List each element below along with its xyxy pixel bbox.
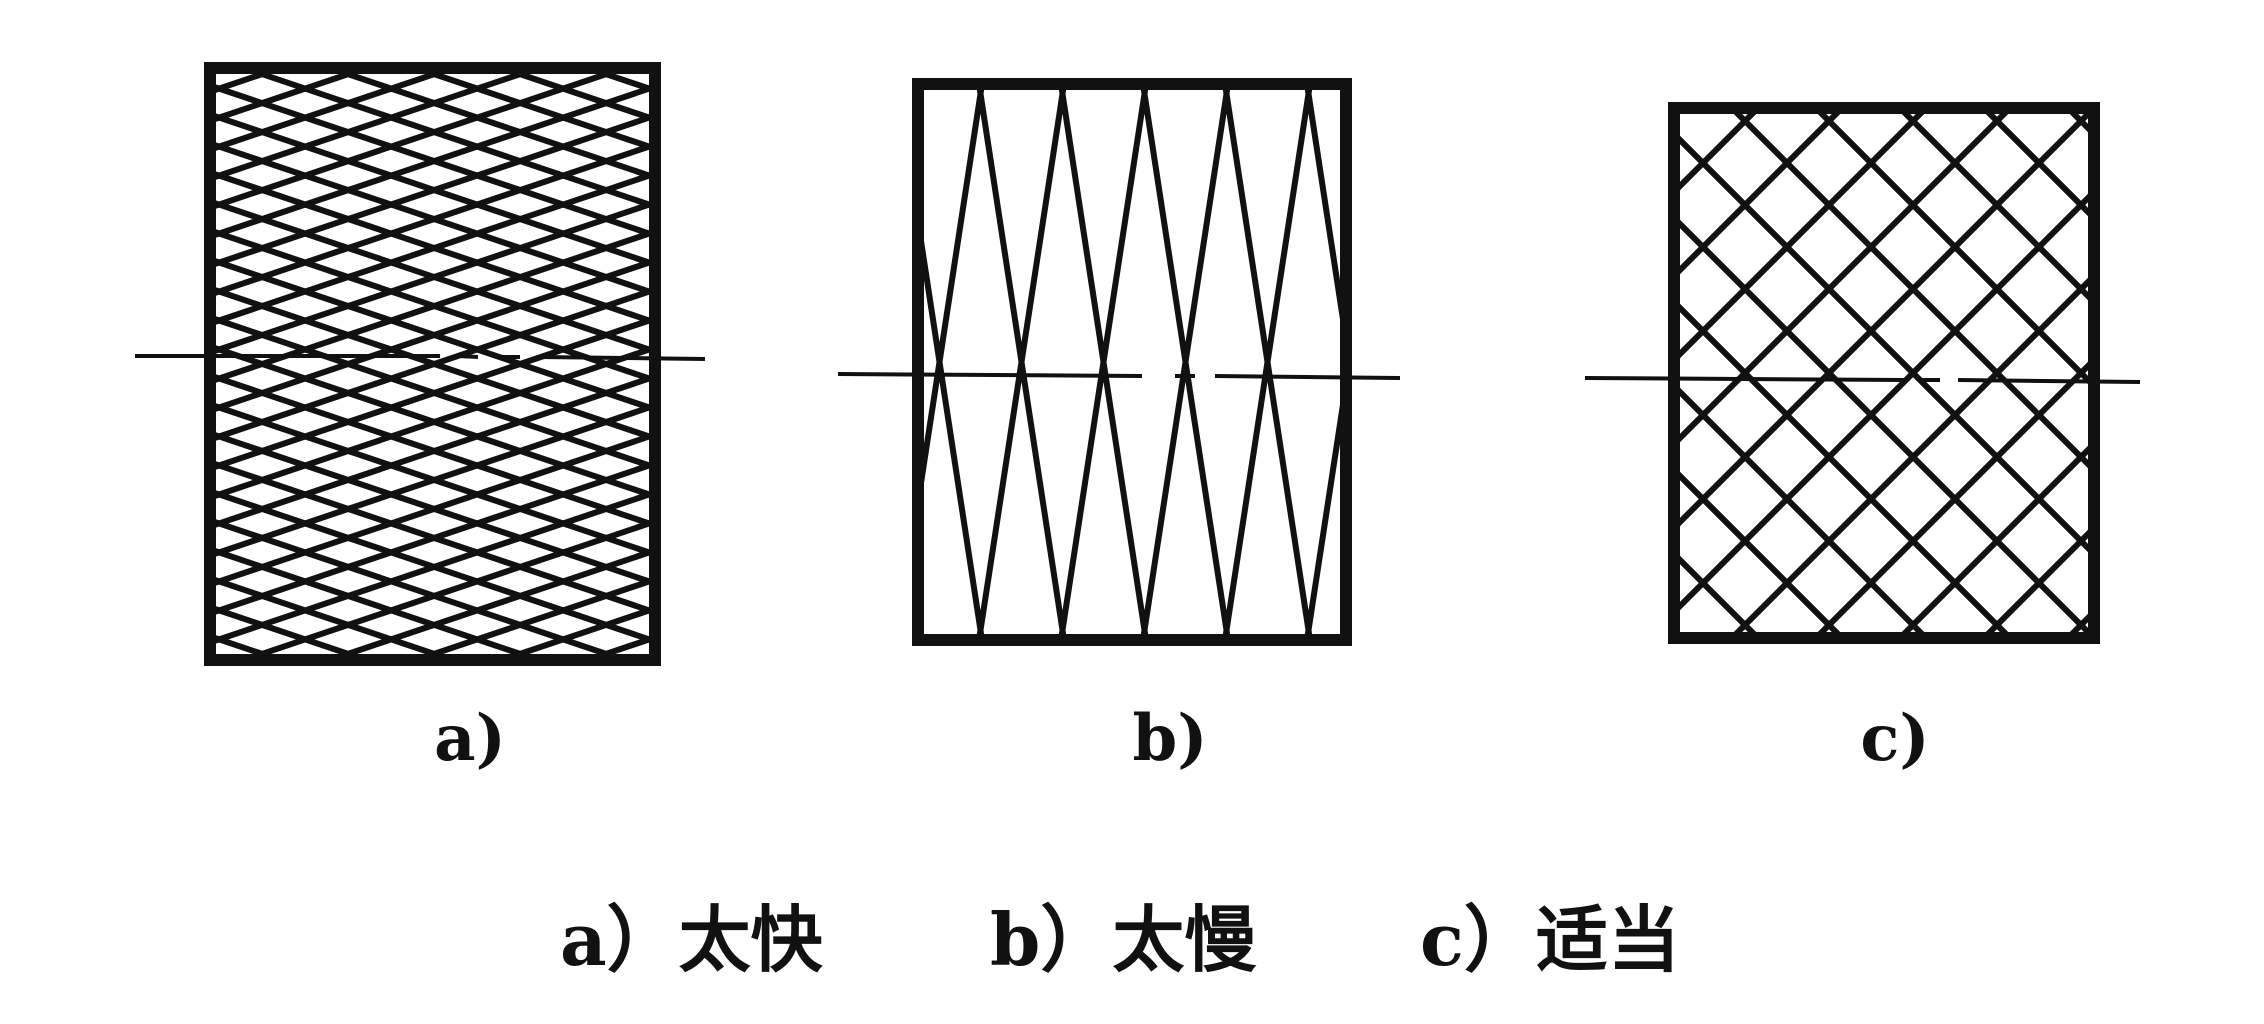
caption: a）太快 b）太慢 c）适当 (560, 897, 1680, 982)
panel-c-axis-line (1584, 376, 2141, 384)
panel-c-label: c) (1860, 701, 1929, 776)
panel-a-hatch (210, 68, 655, 660)
panel-a-axis-line (135, 354, 706, 361)
panel-a-label: a) (434, 701, 506, 776)
panel-c-hatch (1674, 108, 2094, 638)
panel-c-frame (1668, 102, 2100, 644)
panel-a-lines-up (210, 68, 655, 660)
panel-b-axis-line (837, 372, 1401, 380)
panel-b-label: b) (1132, 701, 1207, 776)
panel-b-frame (912, 78, 1352, 646)
caption-part-b: b）太慢 (990, 897, 1257, 982)
caption-part-a: a）太快 (560, 897, 824, 982)
panel-b-too-slow: b) (837, 78, 1401, 776)
caption-part-c: c）适当 (1420, 897, 1680, 982)
panel-c-lines-up (1674, 108, 2094, 638)
panel-a-too-fast: a) (135, 62, 706, 776)
panel-c-appropriate: c) (1584, 102, 2141, 776)
panel-a-frame (204, 62, 661, 666)
panel-b-lines-up (918, 84, 1346, 640)
panel-b-hatch (918, 84, 1346, 640)
